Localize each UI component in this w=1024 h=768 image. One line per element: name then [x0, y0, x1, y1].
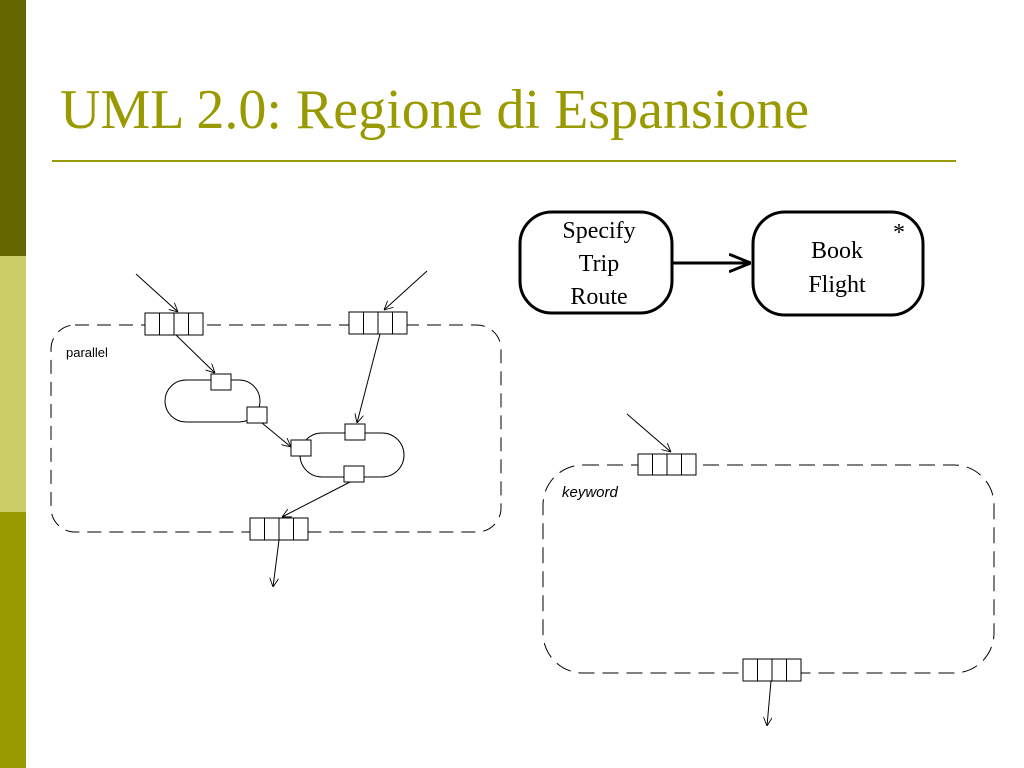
- flow-into-left-input: [135, 273, 178, 312]
- action-2-output-pin: [343, 465, 365, 483]
- action-1-line-1: Specify: [562, 218, 635, 244]
- flow-right-input-to-action-2: [357, 333, 381, 423]
- multiplicity-star: *: [893, 220, 905, 246]
- action-2-input-pin-left: [290, 439, 312, 457]
- flow-out-of-keyword-region: [767, 680, 771, 726]
- action-1-output-pin: [246, 406, 268, 424]
- action-2-line-2: Flight: [808, 272, 866, 298]
- keyword-input-expansion-node: [637, 453, 697, 476]
- book-flight-action: [751, 210, 925, 317]
- action-1-line-3: Route: [570, 284, 627, 310]
- slide-title: UML 2.0: Regione di Espansione: [60, 79, 810, 141]
- parallel-expansion-diagram: parallel: [50, 270, 502, 587]
- action-2-line-1: Book: [811, 238, 863, 264]
- flow-out-of-region: [273, 539, 280, 587]
- action-1-input-pin: [210, 373, 232, 391]
- parallel-region-boundary: [50, 324, 502, 533]
- flow-action-2-to-output: [282, 481, 351, 517]
- flow-to-action-1: [175, 334, 215, 373]
- sidebar-light-segment: [0, 256, 26, 512]
- keyword-expansion-diagram: keyword: [542, 413, 995, 726]
- output-expansion-node: [249, 517, 309, 541]
- keyword-region-label: keyword: [562, 484, 619, 501]
- flow-into-right-input: [384, 270, 428, 310]
- sidebar-dark-segment: [0, 0, 26, 256]
- keyword-output-expansion-node: [742, 658, 802, 682]
- flow-into-keyword-region: [626, 413, 671, 452]
- sidebar-olive-segment: [0, 512, 26, 768]
- action-sequence-diagram: Specify Trip Route Book Flight *: [518, 210, 925, 317]
- action-1-line-2: Trip: [579, 251, 619, 277]
- parallel-region-label: parallel: [66, 345, 108, 360]
- action-2-input-pin-top: [344, 423, 366, 441]
- input-expansion-node-left: [144, 312, 204, 336]
- input-expansion-node-right: [348, 311, 408, 335]
- specify-trip-route-action: [518, 210, 674, 315]
- flow-action-1-to-action-2: [261, 422, 291, 447]
- title-underline: [52, 160, 956, 162]
